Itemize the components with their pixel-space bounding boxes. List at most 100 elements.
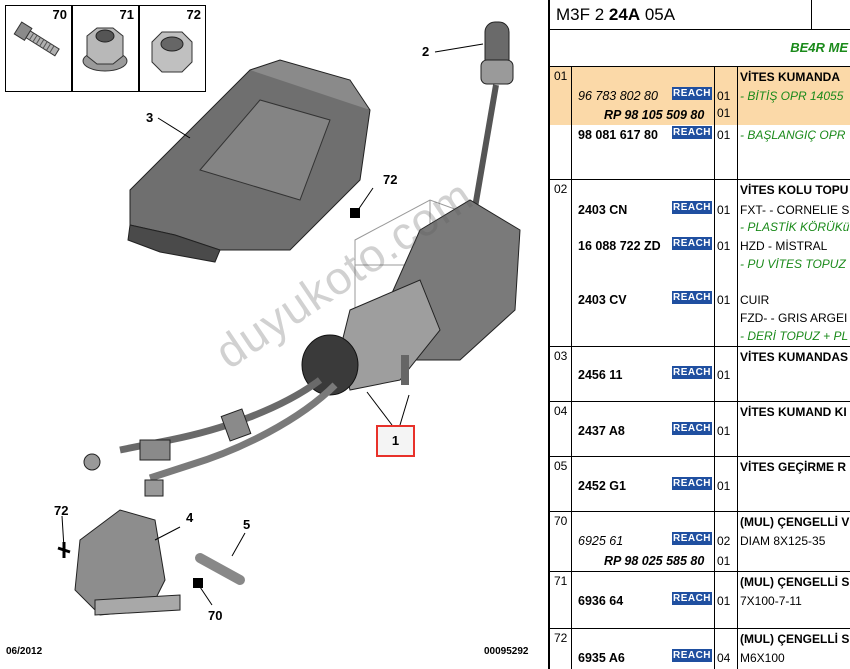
reach-badge: REACH — [672, 477, 712, 490]
part-number[interactable]: 6936 64 — [578, 594, 624, 608]
part-description: FXT- - CORNELIE S — [740, 203, 850, 217]
part-number[interactable]: RP 98 105 509 80 — [604, 108, 705, 122]
callout-70[interactable]: 70 — [208, 608, 223, 623]
part-3-cover — [127, 59, 371, 263]
part-row-70[interactable]: 70 (MUL) ÇENGELLİ V 6925 61 REACH 02 DIA… — [550, 511, 850, 572]
diagram-date: 06/2012 — [6, 646, 43, 657]
callout-5[interactable]: 5 — [243, 517, 251, 532]
part-description: M6X100 — [740, 651, 785, 665]
fastener-box-71[interactable]: 71 — [72, 5, 139, 92]
part-number[interactable]: 2403 CN — [578, 203, 628, 217]
reach-badge: REACH — [672, 649, 712, 662]
part-description: 7X100-7-11 — [740, 594, 802, 608]
quantity: 01 — [717, 106, 731, 120]
fastener-box-70[interactable]: 70 — [5, 5, 72, 92]
part-row-04[interactable]: 04 VİTES KUMAND KI 2437 A8 REACH 01 — [550, 401, 850, 457]
part-description-note: - PLASTİK KÖRÜKü — [740, 220, 850, 234]
part-title: VİTES KOLU TOPU — [740, 183, 849, 197]
reach-badge: REACH — [672, 291, 712, 304]
qty-column — [714, 457, 738, 512]
part-description: - BAŞLANGIÇ OPR — [740, 128, 846, 142]
part-4-bracket — [74, 509, 181, 616]
reach-badge: REACH — [672, 592, 712, 605]
callout-72[interactable]: 72 — [383, 172, 398, 187]
part-2-knob — [469, 21, 514, 226]
callout-2[interactable]: 2 — [422, 44, 430, 59]
qty-column — [714, 347, 738, 402]
part-row-01[interactable]: 01 VİTES KUMANDA 96 783 802 80 REACH 01 … — [550, 66, 850, 180]
part-description: DIAM 8X125-35 — [740, 534, 826, 548]
panel-header: M3F 2 24A 05A — [550, 0, 850, 30]
part-row-02[interactable]: 02 VİTES KOLU TOPU 2403 CN REACH 01 FXT-… — [550, 179, 850, 347]
part-number[interactable]: RP 98 025 585 80 — [604, 554, 705, 568]
row-number: 70 — [550, 512, 572, 572]
flange-nut-icon — [82, 27, 128, 72]
parts-drawing — [57, 21, 521, 616]
part-number[interactable]: 2403 CV — [578, 293, 627, 307]
part-row-72[interactable]: 72 (MUL) ÇENGELLİ S 6935 A6 REACH 04 M6X… — [550, 628, 850, 669]
row-number: 01 — [550, 67, 572, 180]
header-box — [811, 0, 850, 29]
qty-column — [714, 629, 738, 669]
quantity: 01 — [717, 89, 731, 103]
part-1-shifter — [83, 199, 521, 497]
part-title: (MUL) ÇENGELLİ V — [740, 515, 850, 529]
qty-column — [714, 572, 738, 629]
part-description: HZD - MİSTRAL — [740, 239, 828, 253]
quantity: 01 — [717, 424, 731, 438]
row-number: 05 — [550, 457, 572, 512]
fastener-number: 71 — [119, 7, 134, 22]
part-title: VİTES KUMANDAS — [740, 350, 849, 364]
quantity: 02 — [717, 534, 731, 548]
model-code-prefix: M3F 2 — [556, 5, 609, 24]
diagram-reference: 00095292 — [484, 646, 529, 657]
part-row-05[interactable]: 05 VİTES GEÇİRME R 2452 G1 REACH 01 — [550, 456, 850, 512]
part-title: VİTES KUMAND KI — [740, 405, 847, 419]
part-description: CUIR — [740, 293, 770, 307]
model-code-suffix: 05A — [640, 5, 676, 24]
part-5-link — [195, 553, 245, 585]
part-number[interactable]: 16 088 722 ZD — [578, 239, 661, 253]
bolt-icon — [13, 21, 60, 57]
callout-3[interactable]: 3 — [146, 110, 154, 125]
quantity: 01 — [717, 203, 731, 217]
part-number[interactable]: 2452 G1 — [578, 479, 626, 493]
part-number[interactable]: 6925 61 — [578, 534, 624, 548]
quantity: 01 — [717, 293, 731, 307]
part-description-note: - DERİ TOPUZ + PL — [740, 329, 849, 343]
reach-badge: REACH — [672, 201, 712, 214]
part-row-71[interactable]: 71 (MUL) ÇENGELLİ S 6936 64 REACH 01 7X1… — [550, 571, 850, 629]
row-number: 71 — [550, 572, 572, 629]
reach-badge: REACH — [672, 87, 712, 100]
quantity: 01 — [717, 479, 731, 493]
qty-column — [714, 67, 738, 180]
reach-badge: REACH — [672, 237, 712, 250]
part-title: (MUL) ÇENGELLİ S — [740, 575, 850, 589]
fastener-box-72[interactable]: 72 — [139, 5, 206, 92]
row-number: 04 — [550, 402, 572, 457]
part-title: (MUL) ÇENGELLİ S — [740, 632, 850, 646]
quantity: 01 — [717, 368, 731, 382]
part-number[interactable]: 6935 A6 — [578, 651, 625, 665]
callout-72-lower[interactable]: 72 — [54, 503, 69, 518]
part-title: VİTES GEÇİRME R — [740, 460, 847, 474]
quantity: 01 — [717, 239, 731, 253]
part-row-03[interactable]: 03 VİTES KUMANDAS 2456 11 REACH 01 — [550, 346, 850, 402]
quantity: 01 — [717, 128, 731, 142]
quantity: 04 — [717, 651, 731, 665]
fastener-number: 72 — [186, 7, 201, 22]
callout-1-highlighted[interactable]: 1 — [376, 425, 415, 457]
callout-4[interactable]: 4 — [186, 510, 194, 525]
parts-list-panel: M3F 2 24A 05A BE4R ME 01 VİTES KUMANDA 9… — [548, 0, 850, 669]
part-number[interactable]: 2437 A8 — [578, 424, 625, 438]
nut-icon — [151, 31, 193, 73]
part-number[interactable]: 98 081 617 80 — [578, 128, 658, 142]
qty-column — [714, 512, 738, 572]
reach-badge: REACH — [672, 126, 712, 139]
part-number[interactable]: 96 783 802 80 — [578, 89, 658, 103]
fastener-number: 70 — [52, 7, 67, 22]
part-number[interactable]: 2456 11 — [578, 368, 623, 382]
model-code-bold: 24A — [608, 5, 641, 24]
reach-badge: REACH — [672, 366, 712, 379]
part-title: VİTES KUMANDA — [740, 70, 841, 84]
